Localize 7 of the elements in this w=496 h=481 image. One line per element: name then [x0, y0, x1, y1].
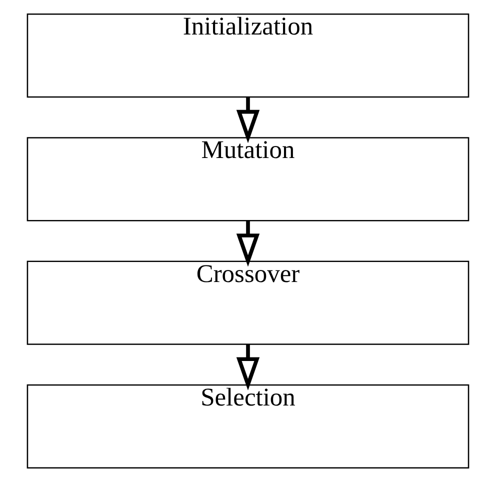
node-box: Selection [26, 384, 470, 468]
node-box: Crossover [26, 260, 470, 344]
node-box: Mutation [26, 136, 470, 221]
arrow [236, 220, 260, 266]
arrow [236, 344, 260, 390]
arrow [236, 96, 260, 143]
node-box: Initialization [26, 12, 470, 98]
